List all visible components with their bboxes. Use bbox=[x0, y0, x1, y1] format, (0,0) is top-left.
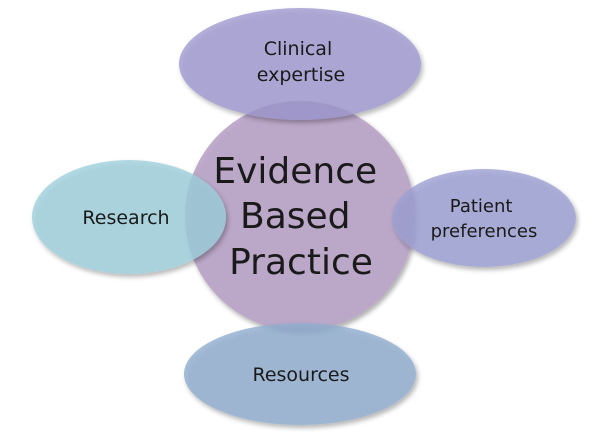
center-label-line: Practice bbox=[229, 242, 373, 283]
right-label-line: preferences bbox=[431, 221, 538, 242]
left-label: Research bbox=[82, 207, 169, 229]
right-label: Patient preferences bbox=[431, 196, 538, 242]
bottom-label: Resources bbox=[252, 364, 349, 386]
center-label: Evidence Based Practice bbox=[213, 151, 388, 283]
left-ellipse bbox=[32, 160, 226, 274]
bottom-label-line: Resources bbox=[252, 364, 349, 386]
top-label-line: expertise bbox=[257, 64, 345, 86]
top-label: Clinical expertise bbox=[257, 38, 345, 86]
center-label-line: Evidence bbox=[213, 151, 377, 192]
right-ellipse bbox=[392, 169, 576, 267]
center-circle bbox=[185, 101, 415, 331]
top-ellipse bbox=[179, 8, 421, 120]
top-label-line: Clinical bbox=[264, 38, 333, 60]
bottom-ellipse bbox=[184, 323, 416, 425]
left-label-line: Research bbox=[82, 207, 169, 229]
right-label-line: Patient bbox=[450, 196, 513, 217]
center-label-line: Based bbox=[240, 196, 351, 237]
